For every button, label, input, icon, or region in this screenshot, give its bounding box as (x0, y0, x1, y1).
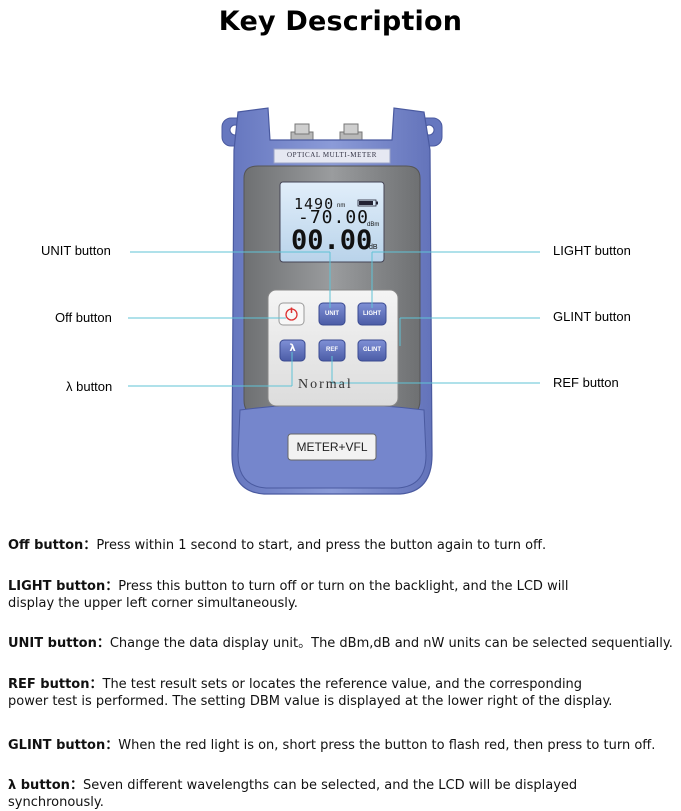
callout-glint-button: GLINT button (553, 309, 631, 324)
callout-unit-button: UNIT button (41, 243, 111, 258)
mode-text: Normal (298, 377, 353, 392)
description-text: Change the data display unit。The dBm,dB … (109, 636, 673, 651)
glint-button-label: GLINT (363, 347, 381, 353)
optical-meter-svg (128, 107, 540, 495)
description-term: UNIT button (8, 636, 97, 651)
lcd-wavelength-unit: nm (337, 203, 346, 209)
battery-icon (357, 199, 378, 207)
description-text: The test result sets or locates the refe… (8, 677, 613, 709)
light-button-label: LIGHT (363, 311, 381, 317)
callout-light-button: LIGHT button (553, 243, 631, 258)
description-glint: GLINT button：When the red light is on, s… (8, 738, 656, 753)
callout-lambda-button: λ button (66, 379, 113, 394)
description-off: Off button：Press within 1 second to star… (8, 538, 547, 553)
unit-button[interactable] (318, 302, 346, 326)
description-ref: REF button：The test result sets or locat… (8, 677, 613, 709)
description-term: λ button (8, 778, 70, 793)
description-term: LIGHT button (8, 579, 106, 594)
description-term: Off button (8, 538, 84, 553)
lcd-power: -70.00 (298, 207, 370, 228)
off-button[interactable] (278, 302, 305, 326)
description-text: Seven different wavelengths can be selec… (8, 778, 578, 810)
model-label: METER+VFL (296, 440, 368, 454)
model-label-plate (287, 433, 377, 461)
lcd-reference-unit: dB (369, 244, 378, 251)
ref-button-label: REF (326, 347, 338, 353)
description-light: LIGHT button：Press this button to turn o… (8, 579, 569, 611)
description-lambda: λ button：Seven different wavelengths can… (8, 778, 578, 810)
description-term: REF button (8, 677, 90, 692)
description-text: When the red light is on, short press th… (118, 738, 656, 753)
description-text: Press within 1 second to start, and pres… (96, 538, 547, 553)
callout-lines (128, 251, 540, 387)
lcd-wavelength: 1490 (294, 195, 335, 213)
device-top-label: OPTICAL MULTI-METER (286, 151, 378, 159)
lcd-power-unit: dBm (367, 222, 380, 228)
callout-ref-button: REF button (553, 375, 619, 390)
lcd-reference: 00.00 (291, 225, 373, 256)
description-term: GLINT button (8, 738, 106, 753)
page-title: Key Description (218, 6, 463, 37)
description-unit: UNIT button：Change the data display unit… (8, 636, 673, 651)
description-text: Press this button to turn off or turn on… (8, 579, 569, 611)
device-illustration: OPTICAL MULTI-METER 1490 nm -70.00 dBm 0… (41, 107, 631, 495)
glint-button[interactable] (357, 339, 387, 362)
unit-button-label: UNIT (325, 311, 339, 317)
callout-off-button: Off button (55, 310, 112, 325)
lambda-button-label: λ (289, 343, 296, 354)
